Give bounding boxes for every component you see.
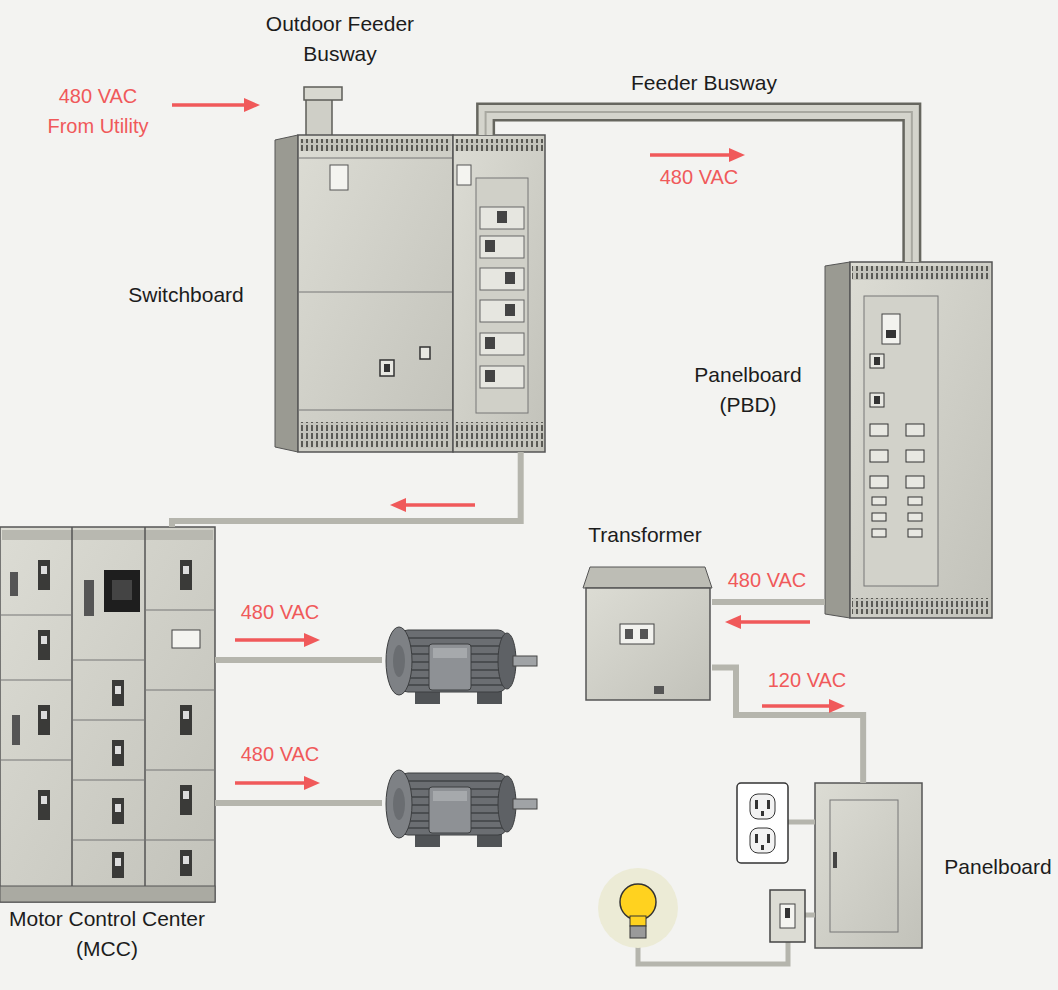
- node-label: Motor Control Center (MCC): [0, 904, 219, 964]
- branch-wire: [805, 913, 815, 918]
- node-label: Panelboard (PBD): [683, 360, 813, 420]
- branch-wire: [638, 938, 788, 964]
- feeder-cable: [172, 452, 521, 527]
- supply-label: 480 VAC From Utility: [38, 81, 158, 141]
- branch-wire: [788, 820, 815, 825]
- panelboard-pbd: Panelboard (PBD): [825, 262, 992, 618]
- motor-symbol: [386, 627, 537, 704]
- voltage-label: 120 VAC: [747, 665, 867, 695]
- voltage-label: 480 VAC: [220, 739, 340, 769]
- motor-wire: [215, 657, 382, 663]
- panelboard-cabinet: [825, 262, 992, 618]
- switchboard-cabinet: [275, 135, 545, 452]
- voltage-label: 480 VAC: [220, 597, 340, 627]
- lighting-panelboard: [815, 783, 922, 948]
- receptacle-symbol: [737, 783, 788, 863]
- switch-symbol: [770, 890, 805, 942]
- node-label: Switchboard: [106, 280, 266, 310]
- busway-label: Outdoor Feeder Busway: [255, 9, 425, 69]
- motor-control-center: Motor Control Center (MCC): [0, 527, 215, 902]
- motor-symbol: [386, 770, 537, 847]
- voltage-label: 480 VAC: [639, 162, 759, 192]
- motor-arrow: [235, 633, 320, 647]
- switchboard: Switchboard: [275, 135, 545, 452]
- motor-arrow: [235, 776, 320, 790]
- transformer: Transformer: [583, 565, 712, 700]
- transformer-enclosure: [583, 567, 712, 700]
- node-label: Panelboard: [938, 852, 1058, 882]
- feeder-cable: [712, 602, 825, 629]
- feeder-busway: [486, 112, 912, 262]
- utility-arrow: [172, 98, 260, 112]
- panelboard: Panelboard: [815, 783, 922, 948]
- motor-wire: [215, 800, 382, 806]
- light-bulb-symbol: [598, 868, 678, 948]
- outdoor-busway: [304, 87, 342, 138]
- mcc-cabinet: [0, 527, 215, 902]
- node-label: Transformer: [565, 520, 725, 550]
- busway-label: Feeder Busway: [604, 68, 804, 98]
- voltage-label: 480 VAC: [707, 565, 827, 595]
